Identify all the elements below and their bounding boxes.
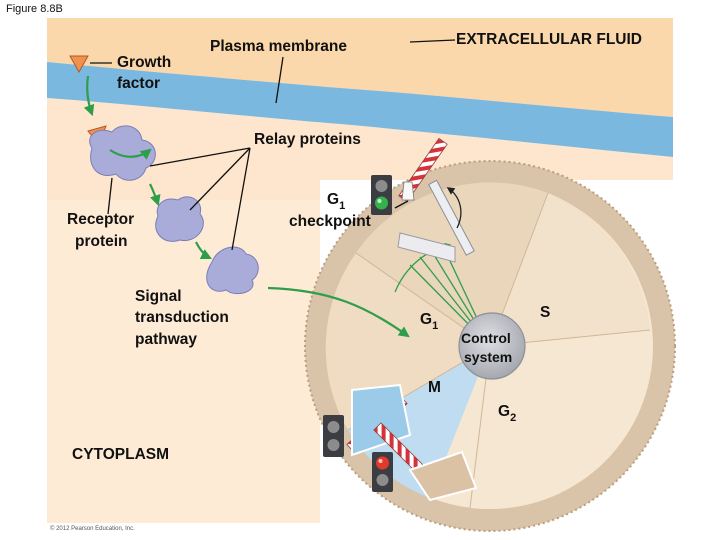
signal-label-2: transduction [135,309,229,326]
control-system-label-1: Control [461,330,511,346]
g1-checkpoint-gate [397,179,475,263]
receptor-protein-shape [89,125,156,181]
g1-segment [325,253,490,430]
phase-g1-label: G1 [420,311,438,332]
phase-s-label: S [540,304,550,321]
g1-checkpoint-label-g: G1 [327,191,345,212]
growth-factor-label-2: factor [117,75,160,92]
g2-phase-arrow [408,450,478,502]
traffic-light-g1 [371,175,392,215]
relay-proteins-label: Relay proteins [254,131,361,148]
relay-protein-2 [206,246,259,295]
plasma-membrane-label: Plasma membrane [210,38,347,55]
extracellular-region [47,18,673,117]
signal-label-3: pathway [135,331,197,348]
receptor-protein-label-2: protein [75,233,128,250]
control-system-label-2: system [464,349,512,365]
signal-label-1: Signal [135,288,182,305]
s-segment [490,193,650,346]
plasma-membrane [47,62,673,157]
receptor-protein-label-1: Receptor [67,211,134,228]
traffic-light-g1-red [375,180,388,192]
phase-m-label: M [428,379,441,396]
traffic-light-m [323,415,344,457]
extracellular-fluid-label: EXTRACELLULAR FLUID [456,31,642,48]
traffic-light-g2-red [376,456,389,470]
signal-arrows [83,75,410,338]
traffic-light-g1-green [375,196,388,210]
g1-checkpoint-label-word: checkpoint [289,213,371,230]
growth-factor-free [69,55,89,74]
cytoplasm-label: CYTOPLASM [72,446,169,463]
figure-label: Figure 8.8B [6,3,63,15]
growth-factor-label-1: Growth [117,54,171,71]
g2-segment [470,330,651,509]
leader-lines [90,39,456,251]
phase-g2-label: G2 [498,403,516,424]
gate-open-arrow [446,187,462,229]
control-system-hub [458,312,526,380]
traffic-light-g2 [372,452,393,492]
copyright-text: © 2012 Pearson Education, Inc. [50,525,135,532]
